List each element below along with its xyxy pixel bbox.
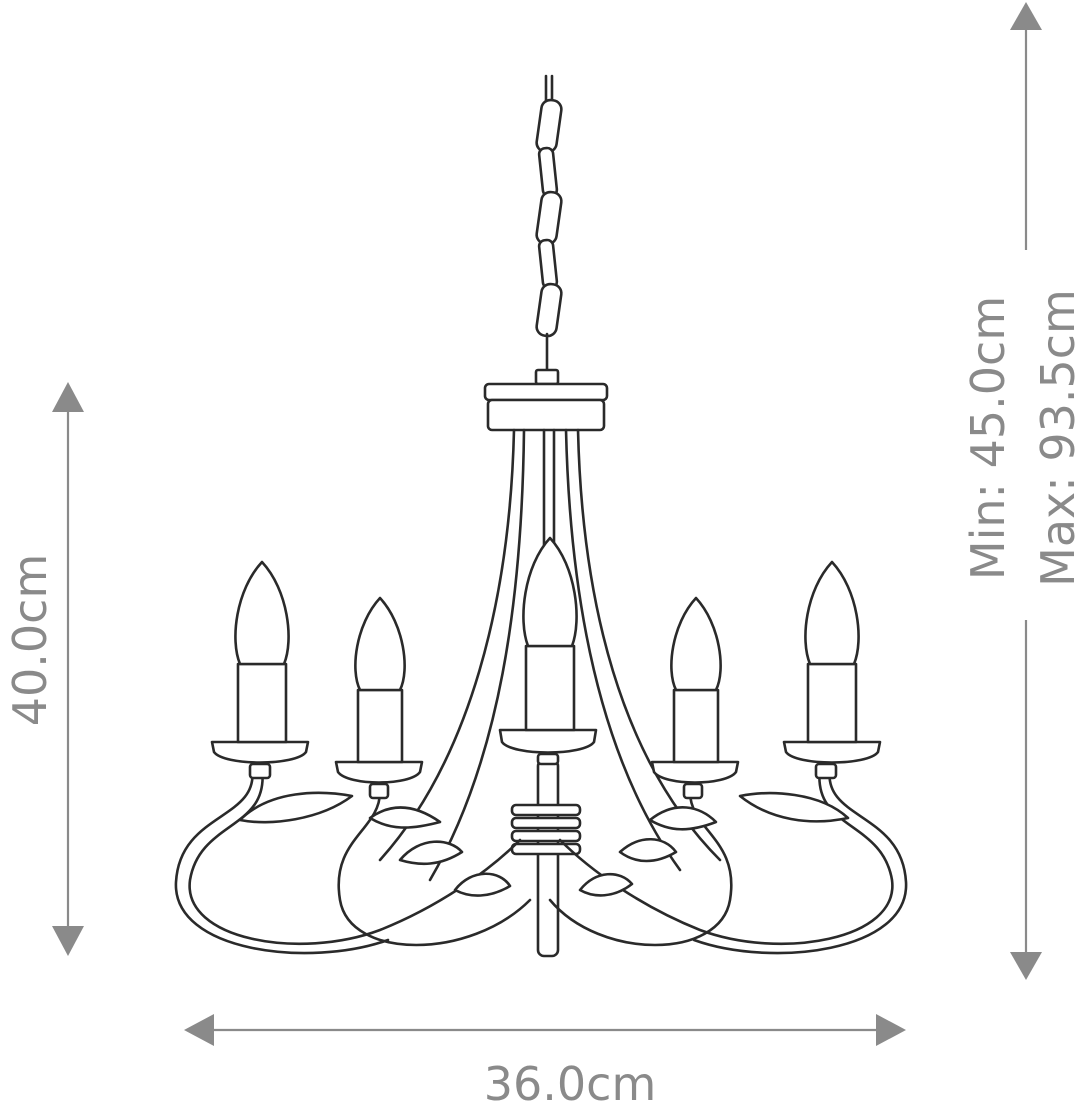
height-arrow-bottom	[52, 926, 84, 956]
height-dimension: 40.0cm	[3, 382, 84, 956]
height-arrow-top	[52, 382, 84, 412]
height-label: 40.0cm	[3, 554, 57, 727]
drop-dimension: Min: 45.0cm Max: 93.5cm	[961, 2, 1080, 980]
width-arrow-right	[876, 1014, 906, 1046]
hub	[483, 368, 609, 432]
drop-max-label: Max: 93.5cm	[1031, 289, 1080, 587]
leaves	[238, 791, 850, 897]
bulbs	[234, 536, 860, 692]
center-coil	[510, 803, 582, 856]
bulb-3-icon	[522, 536, 578, 648]
width-arrow-left	[184, 1014, 214, 1046]
bulb-4-icon	[670, 596, 722, 692]
drop-min-label: Min: 45.0cm	[961, 296, 1015, 580]
drop-arrow-bottom	[1010, 952, 1042, 980]
bulb-5-icon	[804, 560, 860, 666]
bulb-2-icon	[354, 596, 406, 692]
bulb-1-icon	[234, 560, 290, 666]
candle-cups	[210, 728, 882, 800]
chain	[535, 74, 563, 374]
drop-arrow-top	[1010, 2, 1042, 30]
width-label: 36.0cm	[484, 1057, 657, 1111]
width-dimension: 36.0cm	[184, 1014, 906, 1111]
chandelier-illustration	[174, 74, 908, 958]
arms	[174, 766, 908, 955]
